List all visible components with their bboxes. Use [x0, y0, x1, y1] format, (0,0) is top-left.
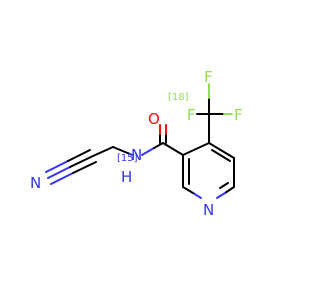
ring-bond-c6-n [224, 186, 235, 194]
ring-bond-c3-c4 [182, 142, 210, 156]
bond-ch2-n-blue [129, 153, 133, 156]
ring-bond-c4-c5-inner [211, 149, 231, 162]
atom-o-carbonyl: O [148, 110, 160, 128]
bond-layer [45, 83, 235, 199]
nitrile-triple-bond-upper-right [67, 149, 91, 162]
ring-bond-c6-n-inner [219, 182, 229, 189]
atom-n-amide: N [131, 146, 142, 164]
isotope-label-n15: [15] [117, 153, 138, 164]
bond-n-carbonyl-black [153, 142, 164, 149]
bond-n-carbonyl [141, 147, 155, 156]
bond-carbonyl-ring [162, 142, 184, 156]
nitrile-triple-bond-upper [45, 160, 69, 173]
atom-f-top: F [204, 68, 213, 86]
ring-bond-c4-c5 [208, 142, 235, 159]
atom-n-nitrile: N [30, 174, 41, 192]
nitrile-triple-bond-lower [50, 172, 74, 185]
bond-ch2-n [112, 146, 131, 155]
ring-bond-n-c2 [192, 192, 202, 199]
atom-label-layer: N N H [15] O N F F F [18] [30, 68, 243, 219]
isotope-label-f18: [18] [168, 92, 189, 103]
ring-bond-c6-n-blue [216, 192, 226, 199]
molecule-structure-diagram: N N H [15] O N F F F [18] [30, 68, 243, 219]
ring-bond-n-c2-black [182, 186, 194, 194]
bond-c-ch2 [92, 146, 114, 157]
atom-f-right: F [234, 106, 243, 124]
atom-n-ring: N [203, 201, 214, 219]
nitrile-triple-bond-left-right [69, 155, 94, 168]
atom-n-amide-h: H [121, 168, 132, 186]
nitrile-triple-bond-left [47, 166, 71, 179]
atom-f-left: F [187, 106, 196, 124]
nitrile-triple-bond-lower-right [72, 161, 97, 174]
